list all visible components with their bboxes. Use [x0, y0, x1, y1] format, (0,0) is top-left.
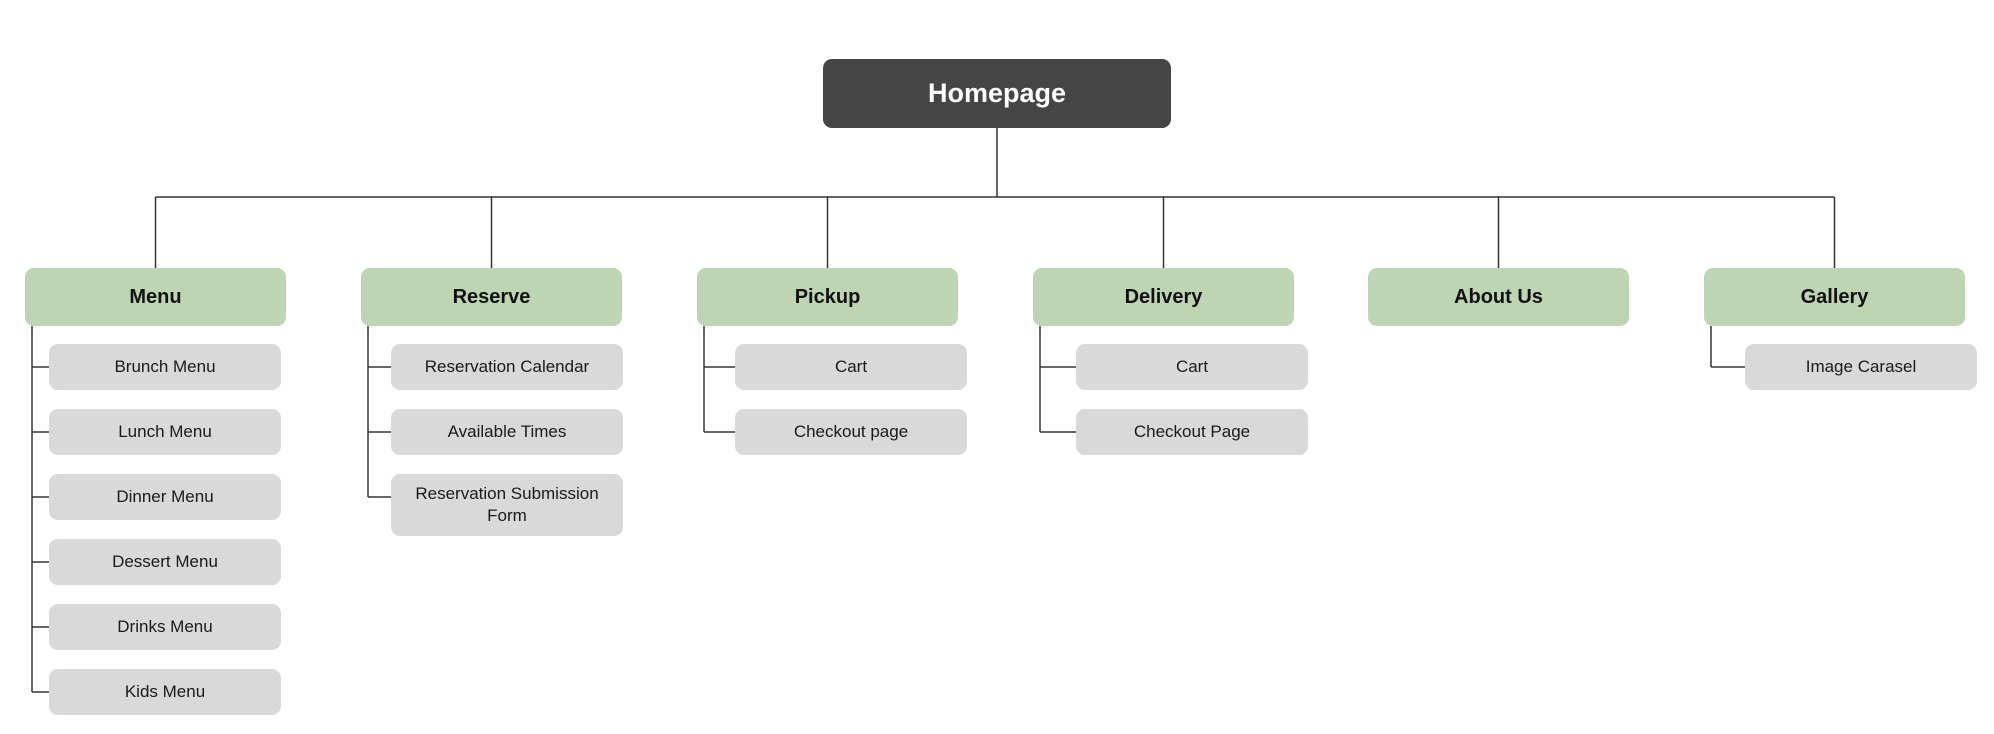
section-about-us: About Us [1368, 268, 1629, 326]
section-gallery: Gallery [1704, 268, 1965, 326]
section-menu: Menu [25, 268, 286, 326]
page-gallery-0: Image Carasel [1745, 344, 1977, 390]
page-menu-1: Lunch Menu [49, 409, 281, 455]
page-pickup-0: Cart [735, 344, 967, 390]
page-delivery-1: Checkout Page [1076, 409, 1308, 455]
section-delivery: Delivery [1033, 268, 1294, 326]
page-pickup-1: Checkout page [735, 409, 967, 455]
page-reserve-0: Reservation Calendar [391, 344, 623, 390]
section-pickup: Pickup [697, 268, 958, 326]
page-menu-2: Dinner Menu [49, 474, 281, 520]
page-menu-4: Drinks Menu [49, 604, 281, 650]
page-menu-3: Dessert Menu [49, 539, 281, 585]
page-menu-5: Kids Menu [49, 669, 281, 715]
page-delivery-0: Cart [1076, 344, 1308, 390]
page-reserve-2: Reservation Submission Form [391, 474, 623, 536]
page-reserve-1: Available Times [391, 409, 623, 455]
section-reserve: Reserve [361, 268, 622, 326]
page-menu-0: Brunch Menu [49, 344, 281, 390]
homepage-node: Homepage [823, 59, 1171, 128]
